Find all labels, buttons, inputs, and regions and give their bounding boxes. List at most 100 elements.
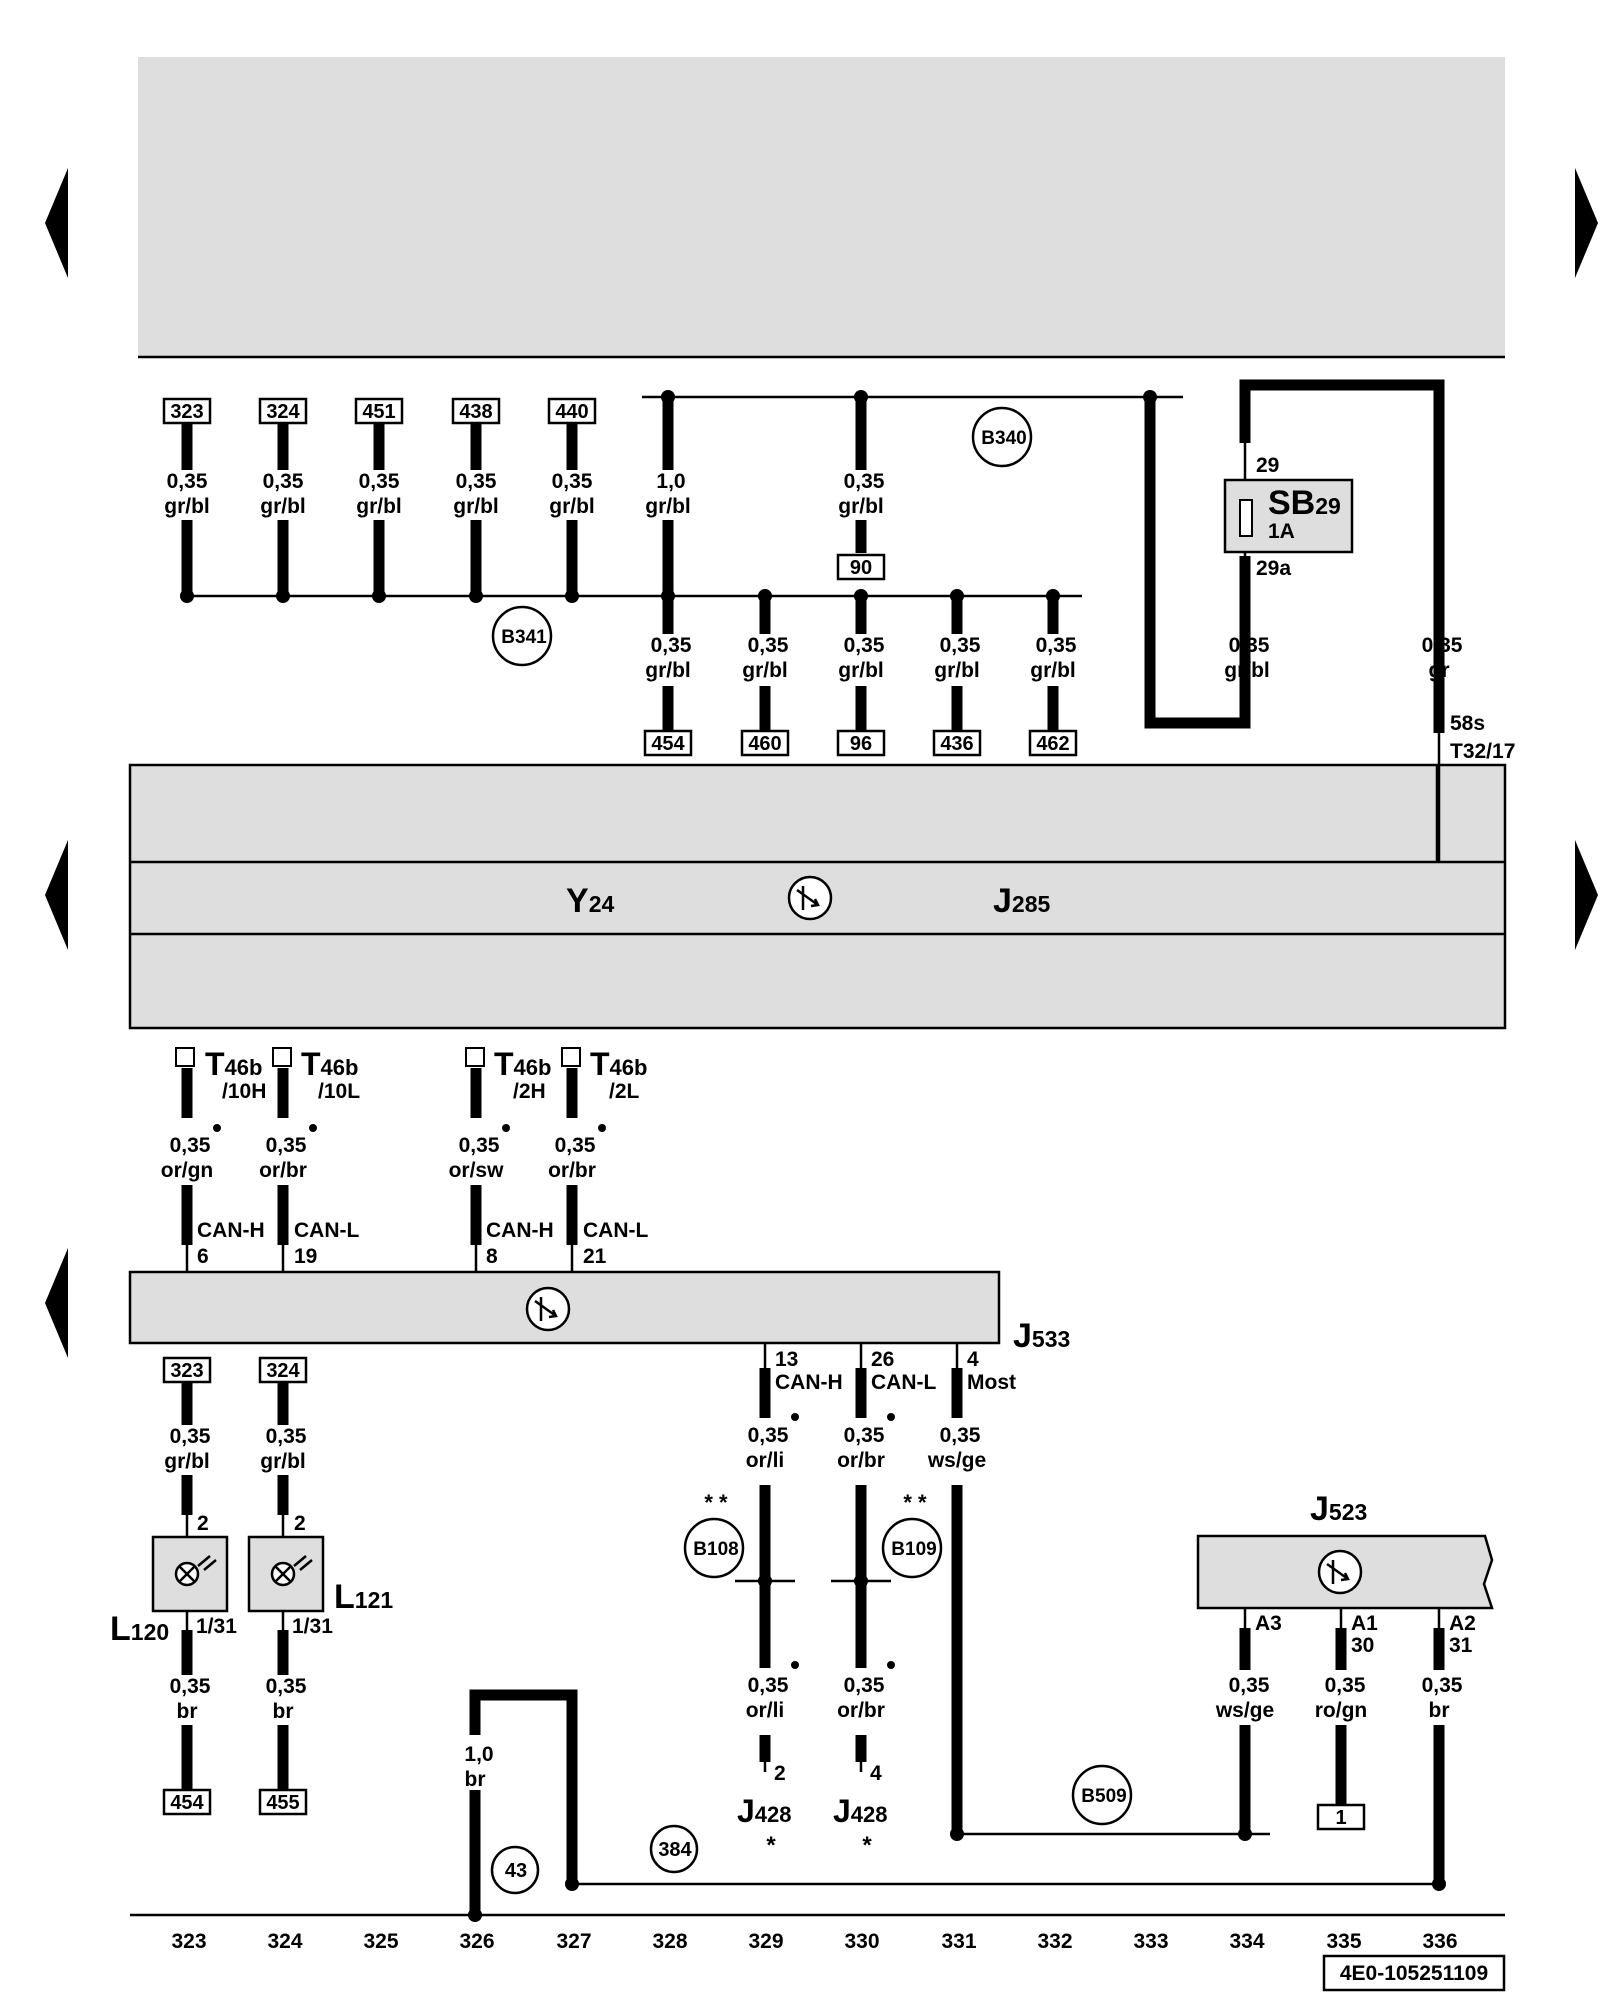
connector-t46b-10l: T46b /10L bbox=[272, 1046, 360, 1103]
svg-text:0,35: 0,35 bbox=[552, 470, 593, 493]
pin-58s: 58s bbox=[1450, 712, 1485, 735]
connector-t46b-2l: T46b /2L bbox=[561, 1046, 647, 1103]
svg-text:ro/gn: ro/gn bbox=[1315, 1699, 1368, 1722]
svg-text:328: 328 bbox=[652, 1930, 687, 1953]
svg-text:8: 8 bbox=[486, 1245, 498, 1268]
svg-text:gr/bl: gr/bl bbox=[453, 495, 499, 518]
splice-b109 bbox=[881, 1517, 943, 1579]
ref-454-lower[interactable]: 454 bbox=[170, 1792, 204, 1814]
ref-462[interactable]: 462 bbox=[1036, 733, 1069, 755]
svg-text:B108: B108 bbox=[693, 1539, 738, 1560]
svg-text:B509: B509 bbox=[1081, 1786, 1126, 1807]
svg-text:2: 2 bbox=[197, 1512, 209, 1535]
svg-text:334: 334 bbox=[1229, 1930, 1264, 1953]
svg-text:* *: * * bbox=[704, 1490, 728, 1515]
svg-text:329: 329 bbox=[748, 1930, 783, 1953]
svg-text:0,35: 0,35 bbox=[456, 470, 497, 493]
svg-text:or/li: or/li bbox=[746, 1449, 785, 1472]
svg-text:or/br: or/br bbox=[837, 1449, 885, 1472]
connector-t46b-10h: T46b /10H bbox=[175, 1046, 266, 1103]
svg-text:0,35: 0,35 bbox=[170, 1425, 211, 1448]
splice-b108 bbox=[683, 1517, 745, 1579]
svg-text:T46b: T46b bbox=[205, 1046, 262, 1082]
ref-90[interactable]: 90 bbox=[850, 557, 872, 579]
fuse-sb29 bbox=[1223, 478, 1354, 554]
svg-text:gr/bl: gr/bl bbox=[838, 659, 884, 682]
svg-text:or/br: or/br bbox=[837, 1699, 885, 1722]
svg-text:CAN-H: CAN-H bbox=[197, 1219, 265, 1242]
svg-text:0,35: 0,35 bbox=[555, 1134, 596, 1157]
wire-size-1-0: 1,0 bbox=[656, 470, 685, 493]
ref-455-lower[interactable]: 455 bbox=[266, 1792, 299, 1814]
ground-43 bbox=[490, 1845, 540, 1895]
svg-text:6: 6 bbox=[197, 1245, 209, 1268]
ref-460[interactable]: 460 bbox=[748, 733, 781, 755]
control-unit-symbol bbox=[787, 875, 833, 921]
j533-output-labels: 13 26 4 CAN-H CAN-L Most 0,35 or/li 0,35… bbox=[704, 1348, 1016, 1785]
ref-451[interactable]: 451 bbox=[362, 401, 395, 423]
svg-text:0,35: 0,35 bbox=[844, 470, 885, 493]
ref-436[interactable]: 436 bbox=[940, 733, 973, 755]
svg-text:0,35: 0,35 bbox=[1229, 634, 1270, 657]
svg-text:/10H: /10H bbox=[222, 1080, 266, 1103]
svg-text:/10L: /10L bbox=[318, 1080, 360, 1103]
svg-text:335: 335 bbox=[1326, 1930, 1361, 1953]
nav-left-arrow-top[interactable] bbox=[45, 168, 68, 278]
svg-text:30: 30 bbox=[1351, 1634, 1374, 1657]
svg-text:A1: A1 bbox=[1351, 1612, 1378, 1635]
svg-text:13: 13 bbox=[775, 1348, 798, 1371]
ref-323[interactable]: 323 bbox=[170, 401, 203, 423]
svg-text:/2H: /2H bbox=[513, 1080, 546, 1103]
svg-text:gr/bl: gr/bl bbox=[164, 1450, 210, 1473]
j533-output-wires bbox=[735, 1343, 964, 1841]
svg-text:0,35: 0,35 bbox=[263, 470, 304, 493]
can-wires-upper bbox=[181, 1068, 606, 1272]
top-shaded-area bbox=[138, 57, 1505, 357]
svg-text:gr: gr bbox=[1429, 659, 1450, 682]
upper-right-branch-wires bbox=[662, 596, 1059, 730]
pin-t32-17: T32/17 bbox=[1450, 740, 1515, 763]
ref-454[interactable]: 454 bbox=[651, 733, 685, 755]
svg-text:CAN-L: CAN-L bbox=[583, 1219, 648, 1242]
j523-wires bbox=[1238, 1608, 1446, 1891]
ref-1[interactable]: 1 bbox=[1335, 1807, 1346, 1829]
component-j428-b: J428 bbox=[833, 1793, 888, 1829]
svg-text:gr/bl: gr/bl bbox=[1030, 659, 1076, 682]
svg-text:330: 330 bbox=[844, 1930, 879, 1953]
component-l120: L120 bbox=[110, 1610, 169, 1648]
svg-text:CAN-L: CAN-L bbox=[294, 1219, 359, 1242]
component-j285: J285 bbox=[993, 882, 1051, 920]
nav-right-arrow-middle[interactable] bbox=[1575, 840, 1598, 950]
lamp-wire-labels: 0,35 gr/bl 0,35 gr/bl 2 2 1/31 1/31 0,35… bbox=[164, 1425, 333, 1723]
svg-text:B340: B340 bbox=[981, 428, 1026, 449]
component-y24: Y24 bbox=[566, 882, 614, 920]
ref-324-lower[interactable]: 324 bbox=[266, 1360, 300, 1382]
svg-text:ws/ge: ws/ge bbox=[927, 1449, 986, 1472]
ref-96[interactable]: 96 bbox=[850, 733, 872, 755]
svg-text:br: br bbox=[177, 1700, 198, 1723]
svg-text:1,0: 1,0 bbox=[464, 1743, 493, 1766]
document-number-box bbox=[1322, 1954, 1506, 1992]
svg-text:/2L: /2L bbox=[609, 1080, 640, 1103]
svg-text:0,35: 0,35 bbox=[844, 1674, 885, 1697]
nav-left-arrow-middle[interactable] bbox=[45, 840, 68, 950]
ref-438[interactable]: 438 bbox=[459, 401, 492, 423]
svg-text:26: 26 bbox=[871, 1348, 894, 1371]
ref-440[interactable]: 440 bbox=[555, 401, 588, 423]
fuse-rating: 1A bbox=[1268, 520, 1295, 543]
splice-b340 bbox=[971, 406, 1033, 468]
svg-text:CAN-L: CAN-L bbox=[871, 1371, 936, 1394]
svg-text:br: br bbox=[465, 1768, 486, 1791]
nav-left-arrow-lower[interactable] bbox=[45, 1248, 68, 1358]
nav-right-arrow-top[interactable] bbox=[1575, 168, 1598, 278]
svg-text:332: 332 bbox=[1037, 1930, 1072, 1953]
splice-b509 bbox=[1071, 1764, 1133, 1826]
ref-323-lower[interactable]: 323 bbox=[170, 1360, 203, 1382]
ref-324[interactable]: 324 bbox=[266, 401, 300, 423]
svg-text:43: 43 bbox=[505, 1860, 527, 1882]
svg-text:0,35: 0,35 bbox=[940, 634, 981, 657]
svg-text:19: 19 bbox=[294, 1245, 317, 1268]
component-j533: J533 bbox=[1013, 1317, 1070, 1355]
fuse-label: SB29 bbox=[1268, 484, 1341, 522]
